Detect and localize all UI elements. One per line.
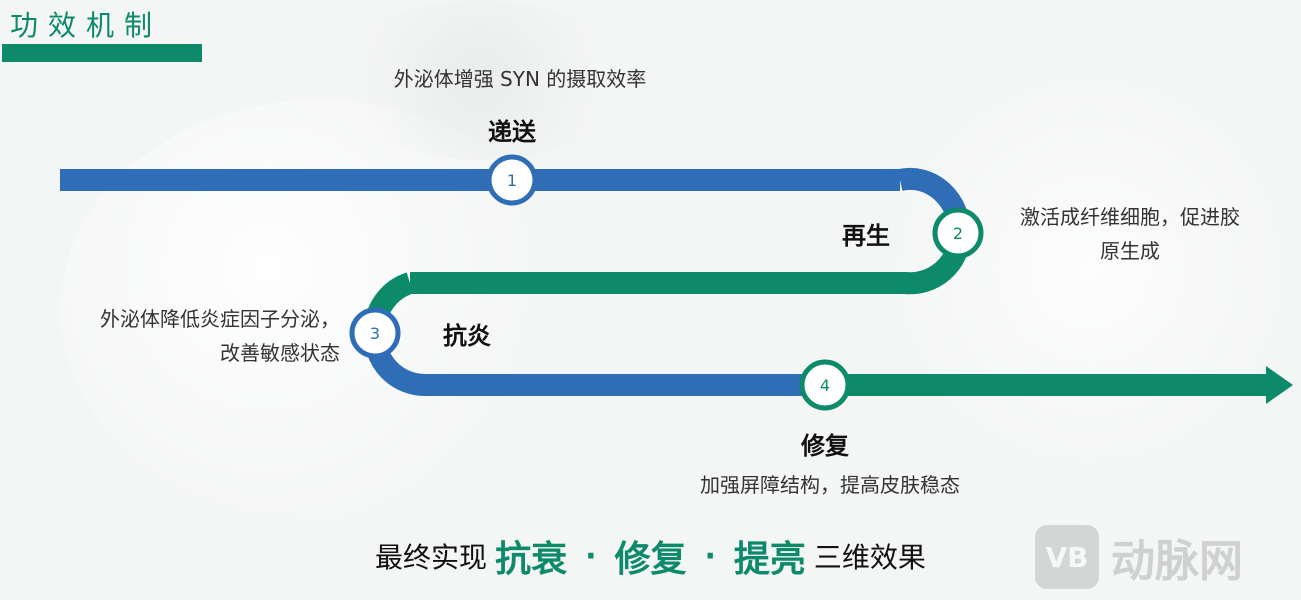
step-2-desc-line: 激活成纤维细胞，促进胶 <box>1020 205 1240 229</box>
step-1-label: 递送 <box>488 118 536 146</box>
step-number-1: 1 <box>507 171 517 190</box>
step-1-description: 外泌体增强 SYN 的摄取效率 <box>310 62 730 96</box>
step-3-label: 抗炎 <box>443 322 491 350</box>
summary-highlight-anti-aging: 抗衰 <box>495 539 568 580</box>
watermark-text: 动脉网 <box>1111 536 1243 587</box>
step-2-label: 再生 <box>842 222 890 250</box>
summary-separator: · <box>585 538 597 574</box>
step-3-desc-line: 外泌体降低炎症因子分泌， <box>100 307 340 331</box>
page-title: 功效机制 <box>10 9 163 42</box>
summary-separator: · <box>704 538 716 574</box>
step-1-desc-line: 外泌体增强 SYN 的摄取效率 <box>393 67 647 91</box>
step-node-2: 2 <box>932 207 984 259</box>
summary-suffix: 三维效果 <box>813 541 926 574</box>
step-number-3: 3 <box>370 324 380 343</box>
step-4-label: 修复 <box>801 432 849 460</box>
step-3-description: 外泌体降低炎症因子分泌， 改善敏感状态 <box>40 302 340 370</box>
step-number-4: 4 <box>820 376 830 395</box>
summary-line: 最终实现 抗衰 · 修复 · 提亮 三维效果 <box>0 528 1301 584</box>
step-node-4: 4 <box>799 359 851 411</box>
title-underline-bar <box>2 44 202 62</box>
step-2-description: 激活成纤维细胞，促进胶 原生成 <box>995 200 1265 268</box>
step-2-desc-line: 原生成 <box>1100 239 1160 263</box>
step-4-description: 加强屏障结构，提高皮肤稳态 <box>660 468 1000 502</box>
step-node-1: 1 <box>486 154 538 206</box>
step-4-desc-line: 加强屏障结构，提高皮肤稳态 <box>700 473 960 497</box>
summary-highlight-brighten: 提亮 <box>733 539 806 580</box>
summary-prefix: 最终实现 <box>375 541 488 574</box>
summary-highlight-repair: 修复 <box>614 539 687 580</box>
step-number-2: 2 <box>953 224 963 243</box>
step-3-desc-line: 改善敏感状态 <box>220 341 340 365</box>
flow-arrowhead <box>1266 366 1293 404</box>
step-node-3: 3 <box>349 307 401 359</box>
watermark: VB 动脉网 <box>1035 522 1295 592</box>
watermark-logo-icon: VB <box>1035 525 1099 589</box>
